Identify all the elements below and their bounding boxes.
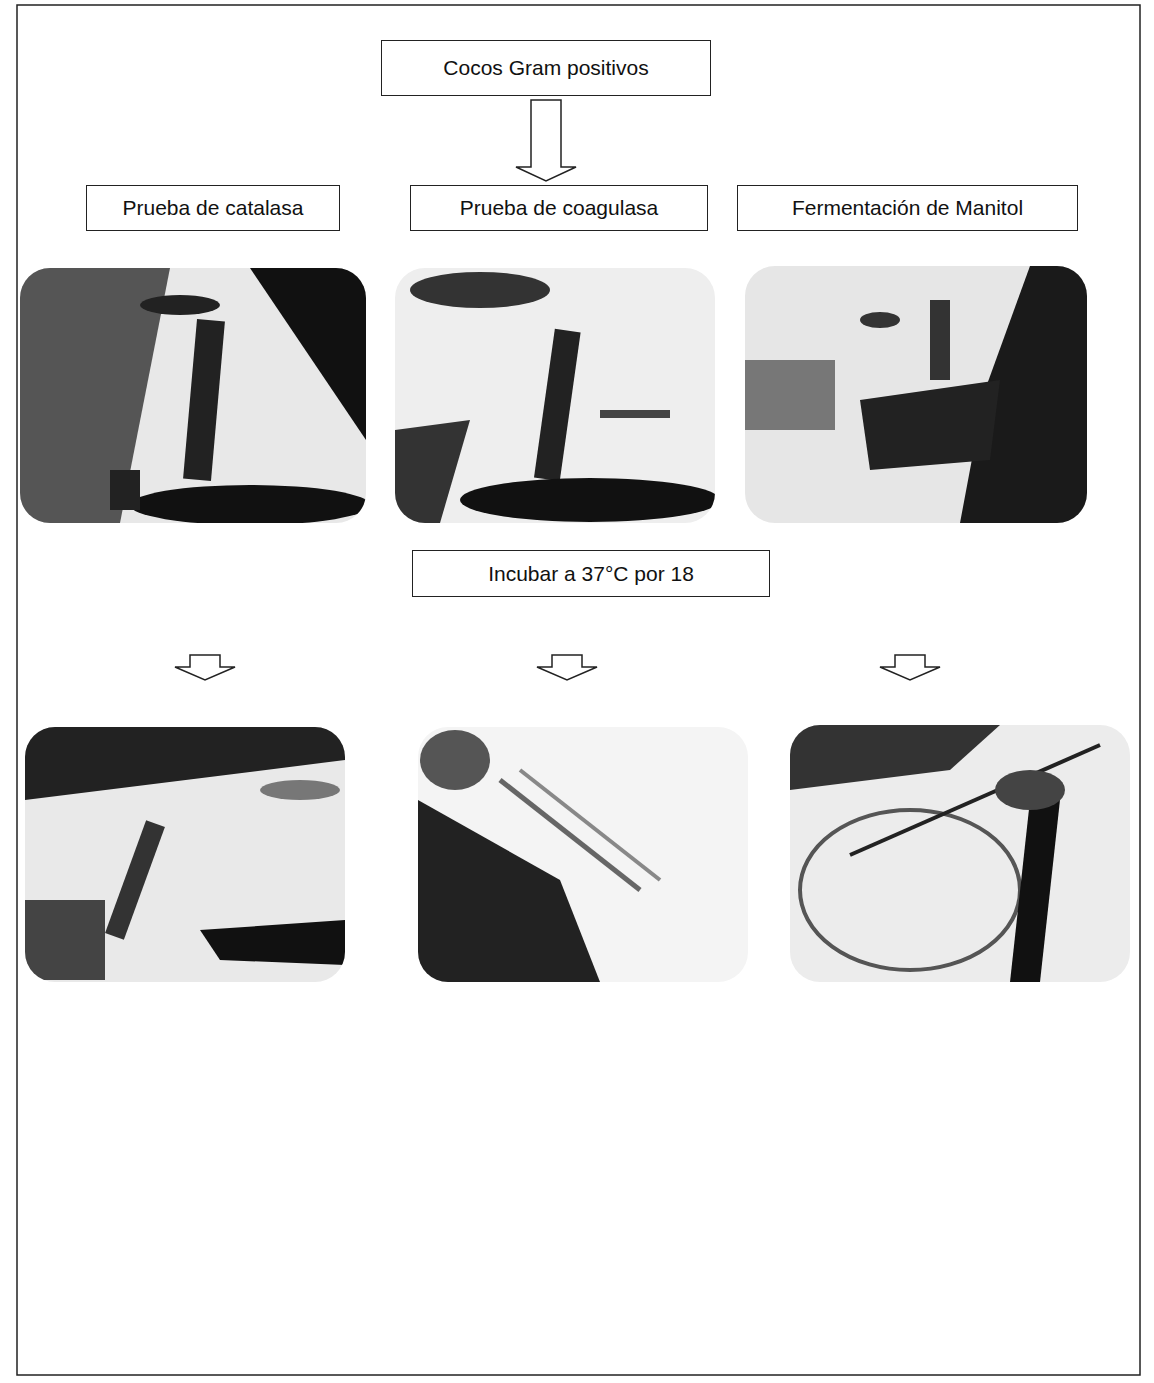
photo-coagulase — [395, 268, 715, 523]
process-box: Cocos Gram positivos — [381, 40, 711, 96]
arrow-shape — [516, 100, 576, 181]
photo-coagulase-result — [418, 727, 748, 982]
outer-frame — [17, 5, 1140, 1375]
photo-catalase-result — [25, 727, 345, 982]
photo-mannitol-result — [790, 725, 1130, 982]
photo-catalase — [20, 268, 366, 523]
box-label: Incubar a 37°C por 18 — [488, 562, 694, 586]
process-box: Prueba de coagulasa — [410, 185, 708, 231]
process-box: Prueba de catalasa — [86, 185, 340, 231]
box-label: Prueba de catalasa — [123, 196, 304, 220]
box-label: Cocos Gram positivos — [443, 56, 648, 80]
process-box: Incubar a 37°C por 18 — [412, 550, 770, 597]
box-label: Fermentación de Manitol — [792, 196, 1023, 220]
process-box: Fermentación de Manitol — [737, 185, 1078, 231]
down-arrow — [175, 655, 940, 680]
box-label: Prueba de coagulasa — [460, 196, 659, 220]
photo-mannitol — [745, 266, 1087, 523]
block-arrow — [516, 100, 576, 181]
